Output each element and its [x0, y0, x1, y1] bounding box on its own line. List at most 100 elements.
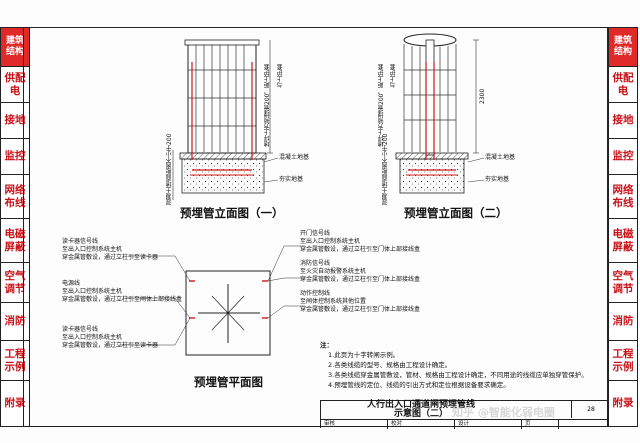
left-tab-label: 消防: [4, 315, 26, 327]
note-line: 至出入口控制系统主机: [62, 288, 123, 295]
right_notes-note-0: 开门信号线至出入口控制系统主机穿金属管敷设，通过立柱引至门体上部接线盒: [300, 230, 420, 254]
right-tab-3[interactable]: 监控: [608, 139, 638, 175]
right-tab-4[interactable]: 网络布线: [608, 175, 638, 219]
right-tab-5[interactable]: 电磁屏蔽: [608, 219, 638, 263]
elevation-1-drawing: [172, 39, 279, 200]
note-line: 至火灾自动报警系统主机: [300, 268, 367, 275]
signature-cell: 审核: [321, 420, 388, 429]
right-tab-2[interactable]: 接地: [608, 103, 638, 139]
right-tab-label: 消防: [612, 315, 634, 327]
right-tab-1[interactable]: 供配电: [608, 67, 638, 103]
note-item: 4.预埋管线的定位、线缆的引出方式和定位根据设备要求确定。: [328, 381, 510, 389]
note-title: 消防信号线: [300, 260, 331, 267]
left-tab-9[interactable]: 附录: [0, 381, 30, 427]
note-line: 穿金属管敷设，通过立柱引至读卡器: [62, 254, 159, 261]
note-title: 动作控制线: [300, 290, 331, 297]
left-tab-0[interactable]: 建筑结构: [0, 27, 30, 67]
title-block-title: 人行出入口通道闸预埋管线 示意图（二）: [321, 401, 521, 418]
note-title: 读卡器信号线: [62, 326, 99, 333]
drawing-frame: [23, 27, 608, 427]
elev1-depth-label: 混凝土地面距离不小于200: [166, 133, 173, 205]
note-item: 3.各类线缆穿金属管敷设，管材、规格由工程设计确定，不同用途的线缆应单独穿管保护…: [328, 371, 588, 379]
plan-view-drawing: [120, 245, 305, 356]
note-line: 至闸体控制系统其他位置: [300, 298, 367, 305]
left-tab-1[interactable]: 供配电: [0, 67, 30, 103]
right-tab-label: 供配电: [612, 71, 634, 97]
general-notes: 注： 1.此页为十字转闸示例。 2.各类线缆的型号、规格由工程设计确定。 3.各类线…: [320, 340, 590, 390]
elev2-dimension: 2300: [479, 88, 486, 104]
signature-cell: 校对: [388, 420, 455, 429]
elevation-2-drawing: [395, 33, 485, 194]
left-tab-label: 电磁屏蔽: [4, 227, 26, 253]
signature-cell: 页: [522, 420, 559, 429]
right_notes-note-2: 动作控制线至闸体控制系统其他位置穿金属管敷设，通过立柱引至门体上部接线盒: [300, 290, 420, 314]
right-tab-0[interactable]: 建筑结构: [608, 27, 638, 67]
watermark: 知乎 @智能化弱电圈: [452, 406, 555, 419]
left-tab-6[interactable]: 空气调节: [0, 263, 30, 303]
right-tab-label: 建筑结构: [613, 36, 632, 57]
left-tab-label: 建筑结构: [5, 36, 24, 57]
right-tab-8[interactable]: 工程示例: [608, 341, 638, 381]
left-tab-label: 工程示例: [4, 347, 26, 373]
signature-row: 审核校对设计页: [321, 419, 609, 429]
left-tab-2[interactable]: 接地: [0, 103, 30, 139]
right-tab-label: 工程示例: [612, 347, 634, 373]
title-block: 人行出入口通道闸预埋管线 示意图（二） 28 审核校对设计页: [320, 400, 610, 429]
left-tab-label: 空气调节: [4, 269, 26, 295]
note-title: 开门信号线: [300, 230, 331, 237]
right-tab-label: 电磁屏蔽: [612, 227, 634, 253]
right-tab-label: 网络布线: [612, 183, 634, 209]
left-tab-label: 接地: [4, 114, 26, 126]
left-tab-4[interactable]: 网络布线: [0, 175, 30, 219]
elev1-pipe-label: 地坪上方预埋管200，距上护套: [264, 63, 271, 147]
right-tab-7[interactable]: 消防: [608, 303, 638, 341]
note-line: 穿金属管敷设，通过立柱引至读卡器: [62, 342, 159, 349]
left-tab-label: 网络布线: [4, 183, 26, 209]
elev1-top-label: 与上护套: [277, 64, 284, 88]
note-line: 穿金属管敷设，通过立柱引至门体上部接线盒: [300, 246, 421, 253]
left-tab-7[interactable]: 消防: [0, 303, 30, 341]
left-tab-label: 供配电: [4, 71, 26, 97]
note-line: 至出入口控制系统主机: [62, 246, 123, 253]
elev2-pipe-label: 地坪上方预埋管200，距上护套: [378, 63, 385, 147]
right-tab-label: 接地: [612, 114, 634, 126]
note-line: 穿金属管敷设，通过立柱引至门体上部接线盒: [300, 276, 421, 283]
note-item: 2.各类线缆的型号、规格由工程设计确定。: [328, 361, 452, 369]
note-line: 穿金属管敷设，通过立柱引至闸体上部接线盒: [62, 296, 183, 303]
right-tab-9[interactable]: 附录: [608, 381, 638, 427]
elev1-caption: 预埋管立面图（一）: [180, 206, 284, 220]
note-line: 至出入口控制系统主机: [62, 334, 123, 341]
page-number: 28: [571, 401, 610, 418]
right-tab-6[interactable]: 空气调节: [608, 263, 638, 303]
elev2-caption: 预埋管立面图（二）: [404, 206, 508, 220]
right-tab-label: 附录: [612, 397, 634, 409]
title-line-2: 示意图（二）: [393, 408, 448, 419]
elev2-ground-label: 夯实地基: [485, 176, 510, 183]
left-tab-label: 监控: [4, 150, 26, 162]
left_notes-note-1: 电源线至出入口控制系统主机穿金属管敷设，通过立柱引至闸体上部接线盒: [62, 280, 182, 304]
elev2-top-label: 与上护套: [390, 64, 397, 88]
note-line: 穿金属管敷设，通过立柱引至门体上部接线盒: [300, 306, 421, 313]
left_notes-note-0: 读卡器信号线至出入口控制系统主机穿金属管敷设，通过立柱引至读卡器: [62, 238, 158, 262]
left_notes-note-2: 读卡器信号线至出入口控制系统主机穿金属管敷设，通过立柱引至读卡器: [62, 326, 158, 350]
signature-cell: 设计: [455, 420, 522, 429]
elev1-ground-label: 夯实地基: [279, 176, 304, 183]
notes-title: 注：: [320, 341, 333, 349]
left-tab-3[interactable]: 监控: [0, 139, 30, 175]
note-title: 电源线: [62, 280, 81, 287]
right-tab-label: 监控: [612, 150, 634, 162]
right_notes-note-1: 消防信号线至火灾自动报警系统主机穿金属管敷设，通过立柱引至门体上部接线盒: [300, 260, 420, 284]
elev2-depth-label: 混凝土地面距离不小于200: [382, 133, 389, 205]
note-item: 1.此页为十字转闸示例。: [328, 351, 400, 359]
elev2-floor-label: 混凝土地基: [485, 154, 516, 161]
title-line-1: 人行出入口通道闸预埋管线: [366, 400, 475, 410]
note-line: 至出入口控制系统主机: [300, 238, 361, 245]
note-title: 读卡器信号线: [62, 238, 99, 245]
right-tab-label: 空气调节: [612, 269, 634, 295]
left-tab-8[interactable]: 工程示例: [0, 341, 30, 381]
elev1-floor-label: 混凝土地基: [279, 154, 310, 161]
left-tab-label: 附录: [4, 397, 26, 409]
left-tab-5[interactable]: 电磁屏蔽: [0, 219, 30, 263]
